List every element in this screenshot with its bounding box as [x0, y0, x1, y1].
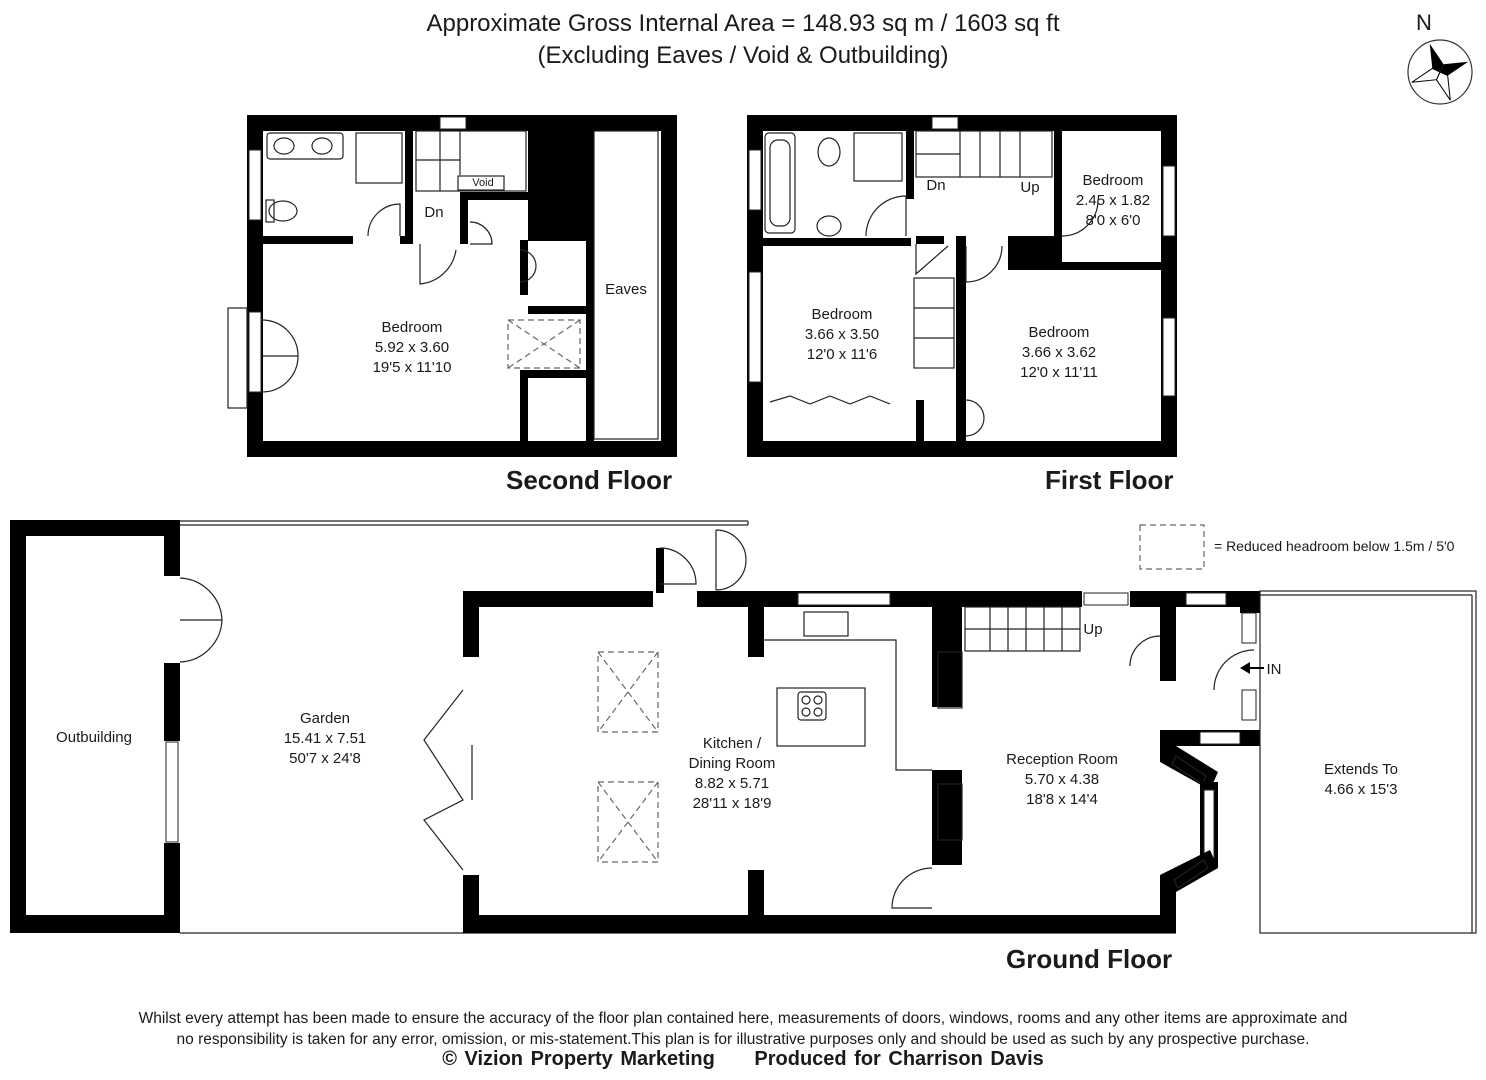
entrance-label: IN	[1266, 661, 1282, 678]
credit-charrison: Produced for Charrison Davis	[754, 1048, 1044, 1070]
credit-vizion: © Vizion Property Marketing	[442, 1048, 715, 1070]
stairs-up-label-ground: Up	[1083, 621, 1103, 638]
room-name: Bedroom	[1028, 324, 1090, 341]
stairs-up-label-first: Up	[1020, 179, 1040, 196]
room-size-metric: 3.66 x 3.62	[1021, 344, 1097, 361]
disclaimer-line-1: Whilst every attempt has been made to en…	[138, 1010, 1348, 1027]
room-size-metric: 2.45 x 1.82	[1075, 192, 1151, 209]
room-bedroom-right: Bedroom 3.66 x 3.62 12'0 x 11'11	[1020, 323, 1098, 383]
compass-label: N	[1416, 10, 1432, 35]
room-bedroom-small: Bedroom 2.45 x 1.82 8'0 x 6'0	[1076, 171, 1150, 231]
credits: © Vizion Property Marketing Produced for…	[0, 1048, 1486, 1071]
area-subheading: (Excluding Eaves / Void & Outbuilding)	[537, 42, 949, 69]
room-size-imperial: 19'5 x 11'10	[372, 359, 452, 376]
room-name: Garden	[299, 710, 351, 727]
room-bedroom-second: Bedroom 5.92 x 3.60 19'5 x 11'10	[373, 318, 452, 378]
room-name-line2: Dining Room	[688, 755, 776, 772]
room-size-metric: 5.92 x 3.60	[374, 339, 450, 356]
second-floor-plan	[227, 115, 677, 457]
room-size-imperial: 12'0 x 11'6	[806, 346, 878, 363]
room-size-imperial: 12'0 x 11'11	[1020, 364, 1098, 381]
legend-swatch	[1139, 524, 1205, 570]
room-kitchen: Kitchen / Dining Room 8.82 x 5.71 28'11 …	[689, 734, 776, 814]
room-reception: Reception Room 5.70 x 4.38 18'8 x 14'4	[1006, 750, 1118, 810]
room-size-metric: 3.66 x 3.50	[804, 326, 880, 343]
area-heading: Approximate Gross Internal Area = 148.93…	[426, 10, 1060, 37]
room-bedroom-left: Bedroom 3.66 x 3.50 12'0 x 11'6	[805, 305, 879, 365]
floor-title-first: First Floor	[1045, 465, 1174, 495]
stairs-down-label-first: Dn	[926, 177, 946, 194]
room-name: Bedroom	[1082, 172, 1144, 189]
room-name: Bedroom	[381, 319, 443, 336]
outbuilding-label: Outbuilding	[56, 729, 132, 746]
room-size-imperial: 8'0 x 6'0	[1085, 212, 1141, 229]
stairs-down-label-second: Dn	[424, 204, 444, 221]
floor-title-ground: Ground Floor	[1006, 944, 1173, 974]
legend-text: = Reduced headroom below 1.5m / 5'0	[1214, 538, 1455, 554]
eaves-label: Eaves	[605, 281, 647, 298]
void-label: Void	[472, 177, 494, 189]
room-name: Kitchen /	[702, 735, 762, 752]
first-floor-plan	[747, 115, 1177, 457]
room-name: Reception Room	[1006, 751, 1118, 768]
room-size-metric: 5.70 x 4.38	[1024, 771, 1100, 788]
room-size-metric: 8.82 x 5.71	[694, 775, 770, 792]
area-size: 4.66 x 15'3	[1324, 781, 1398, 798]
room-size-imperial: 28'11 x 18'9	[692, 795, 772, 812]
room-size-imperial: 18'8 x 14'4	[1026, 791, 1098, 808]
room-name: Bedroom	[811, 306, 873, 323]
ground-floor-plan	[10, 520, 1477, 934]
extends-to-area: Extends To 4.66 x 15'3	[1324, 760, 1398, 800]
disclaimer-line-2: no responsibility is taken for any error…	[176, 1031, 1310, 1048]
area-name: Extends To	[1324, 761, 1398, 778]
room-size-imperial: 50'7 x 24'8	[289, 750, 361, 767]
room-garden: Garden 15.41 x 7.51 50'7 x 24'8	[284, 709, 367, 769]
floor-title-second: Second Floor	[506, 465, 673, 495]
compass-icon	[1407, 39, 1473, 105]
room-size-metric: 15.41 x 7.51	[283, 730, 367, 747]
